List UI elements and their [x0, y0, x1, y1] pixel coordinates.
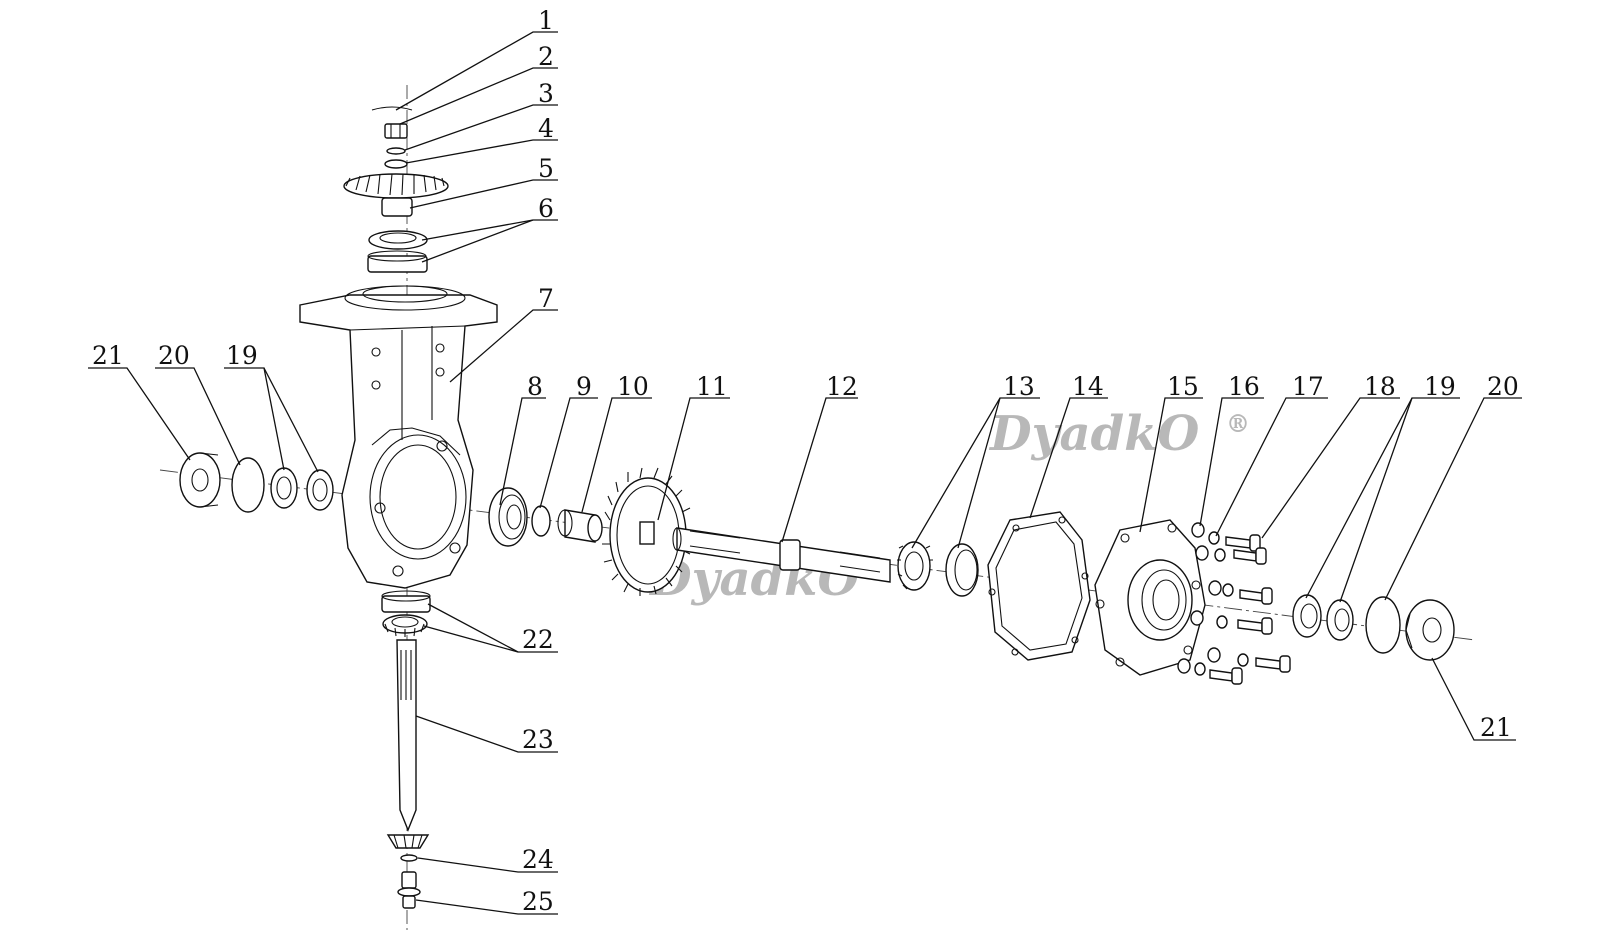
- part-14-gasket: [987, 511, 1091, 661]
- part-22-bearing-cup: [381, 590, 431, 613]
- label-24: 24: [522, 845, 554, 874]
- label-20-right: 20: [1487, 372, 1519, 401]
- label-18: 18: [1364, 372, 1396, 401]
- part-25-bolt: [397, 871, 421, 909]
- label-6: 6: [538, 194, 554, 223]
- part-4-washer: [384, 159, 408, 169]
- label-9: 9: [576, 372, 592, 401]
- label-3: 3: [538, 79, 554, 108]
- label-16: 16: [1228, 372, 1260, 401]
- label-14: 14: [1072, 372, 1104, 401]
- label-12: 12: [826, 372, 858, 401]
- label-10: 10: [617, 372, 649, 401]
- part-19-left-seal-a: [270, 467, 298, 509]
- part-13-bearing-cup: [945, 543, 979, 597]
- part-6-tapered-bearing: [367, 230, 428, 273]
- part-10-spacer-sleeve: [557, 509, 603, 543]
- part-13-tapered-bearing: [897, 541, 933, 591]
- callout-numbers: 1 2 3 4 5 6 7 8 9 10 11 12 13 14 15 16 1…: [92, 6, 1519, 916]
- part-21-right-cap: [1405, 599, 1455, 661]
- part-9-circlip: [531, 505, 551, 537]
- part-15-cover: [1094, 519, 1206, 676]
- part-8-ball-bearing: [488, 487, 528, 547]
- label-8: 8: [527, 372, 543, 401]
- part-1-cotter-pin: [371, 106, 413, 111]
- part-23-pinion-shaft: [386, 639, 430, 849]
- watermark-registered-mark: ®: [1226, 409, 1250, 438]
- label-13: 13: [1003, 372, 1035, 401]
- part-24-washer: [400, 854, 418, 862]
- label-15: 15: [1167, 372, 1199, 401]
- part-16-washers: [1177, 522, 1222, 674]
- part-2-castle-nut: [384, 123, 408, 139]
- part-20-left-oring: [231, 457, 265, 513]
- part-22-tapered-bearing: [382, 614, 428, 637]
- label-5: 5: [538, 154, 554, 183]
- label-2: 2: [538, 42, 554, 71]
- label-19-left: 19: [226, 341, 258, 370]
- part-19-right-seal-b: [1326, 599, 1354, 641]
- part-5-bevel-gear: [343, 173, 449, 217]
- label-19-right: 19: [1424, 372, 1456, 401]
- label-25: 25: [522, 887, 554, 916]
- part-19-right-seal-a: [1292, 594, 1322, 638]
- part-20-right-oring: [1365, 596, 1401, 654]
- watermark-top: DyadkO: [988, 406, 1199, 462]
- part-7-housing: [299, 285, 498, 589]
- part-21-left-cap: [179, 452, 221, 508]
- label-21-left: 21: [92, 341, 124, 370]
- label-22: 22: [522, 625, 554, 654]
- part-18-bolts: [1209, 534, 1291, 685]
- leader-lines: [88, 31, 1522, 915]
- part-12-splined-shaft: [672, 527, 891, 583]
- label-1: 1: [538, 6, 554, 35]
- label-20-left: 20: [158, 341, 190, 370]
- label-21-right: 21: [1480, 713, 1512, 742]
- label-23: 23: [522, 725, 554, 754]
- part-3-washer: [386, 147, 406, 155]
- part-17-lock-washers: [1194, 531, 1249, 676]
- label-4: 4: [538, 114, 554, 143]
- label-11: 11: [696, 372, 728, 401]
- label-17: 17: [1292, 372, 1324, 401]
- part-19-left-seal-b: [306, 469, 334, 511]
- label-7: 7: [538, 284, 554, 313]
